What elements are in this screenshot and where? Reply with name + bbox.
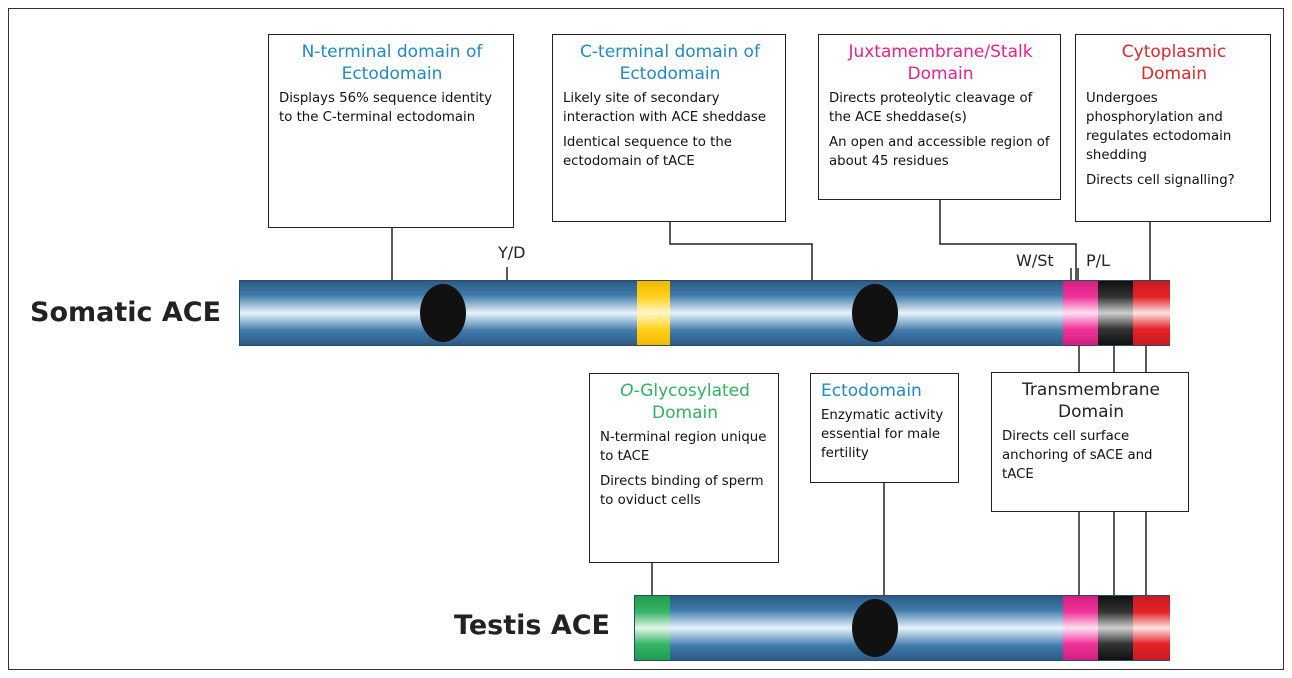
somatic-active-site-2	[852, 284, 898, 342]
testis-green-segment	[635, 596, 670, 660]
somatic-ace-bar	[239, 280, 1170, 346]
ectodomain-box: Ectodomain Enzymatic activity essential …	[810, 373, 959, 483]
c-terminal-domain-desc-1: Likely site of secondary interaction wit…	[563, 91, 767, 125]
testis-ace-bar	[634, 595, 1170, 661]
cytoplasmic-desc-2: Directs cell signalling?	[1086, 173, 1235, 188]
testis-red-segment	[1133, 596, 1170, 660]
somatic-yellow-segment	[637, 281, 670, 345]
testis-pink-segment	[1063, 596, 1098, 660]
residue-label-wst: W/St	[1016, 251, 1054, 270]
ectodomain-title: Ectodomain	[821, 381, 922, 401]
transmembrane-desc: Directs cell surface anchoring of sACE a…	[1002, 429, 1153, 482]
testis-active-site	[852, 599, 898, 657]
somatic-active-site-1	[420, 284, 466, 342]
somatic-ace-label: Somatic ACE	[30, 297, 222, 328]
somatic-pink-segment	[1063, 281, 1098, 345]
c-terminal-domain-desc-2: Identical sequence to the ectodomain of …	[563, 135, 732, 169]
connector-c-term	[669, 222, 813, 280]
connector-juxta	[939, 200, 1077, 280]
o-glycosylated-desc-2: Directs binding of sperm to oviduct cell…	[600, 474, 764, 508]
ectodomain-desc: Enzymatic activity essential for male fe…	[821, 408, 944, 461]
testis-black-segment	[1098, 596, 1133, 660]
figure-frame	[8, 8, 1284, 670]
residue-label-pl: P/L	[1086, 251, 1110, 270]
somatic-black-segment	[1098, 281, 1133, 345]
cytoplasmic-desc-1: Undergoes phosphorylation and regulates …	[1086, 91, 1232, 163]
o-glycosylated-desc-1: N-terminal region unique to tACE	[600, 430, 767, 464]
juxtamembrane-desc-2: An open and accessible region of about 4…	[829, 135, 1050, 169]
juxtamembrane-desc-1: Directs proteolytic cleavage of the ACE …	[829, 91, 1033, 125]
testis-ace-label: Testis ACE	[454, 610, 611, 641]
residue-label-yd: Y/D	[498, 243, 526, 262]
somatic-red-segment	[1133, 281, 1170, 345]
n-terminal-domain-desc: Displays 56% sequence identity to the C-…	[279, 91, 492, 125]
